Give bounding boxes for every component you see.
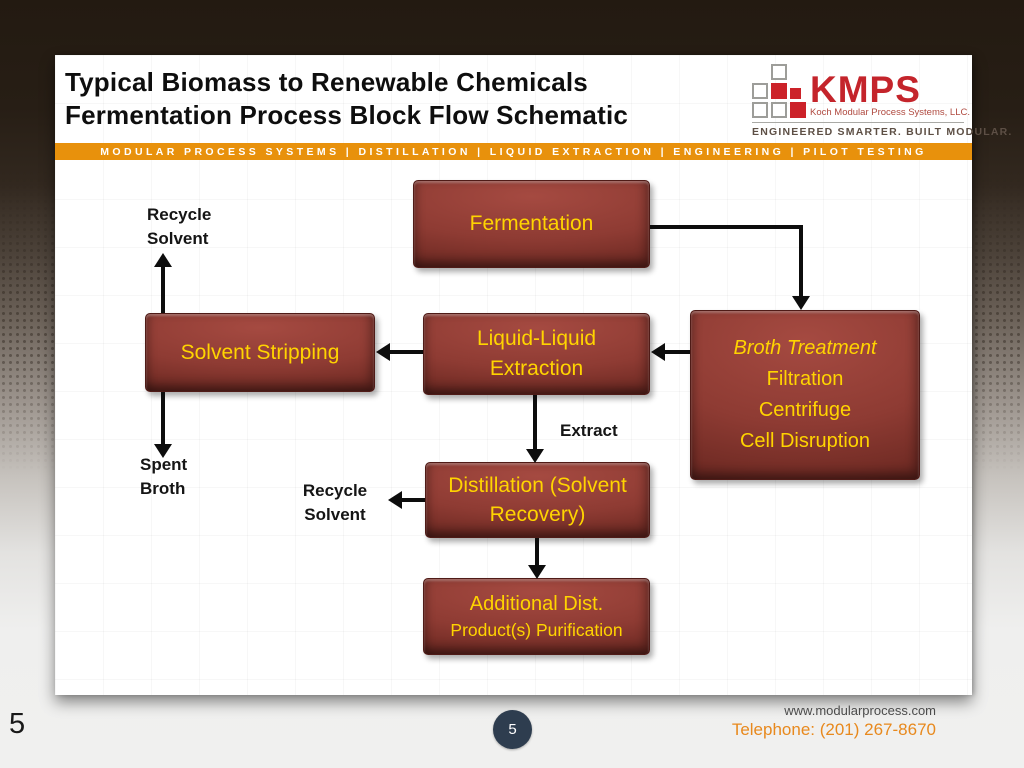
slide-title-line2: Fermentation Process Block Flow Schemati… <box>65 99 629 130</box>
slide-title: Typical Biomass to Renewable Chemicals F… <box>65 66 725 131</box>
block-solvent-stripping: Solvent Stripping <box>145 313 375 392</box>
block-broth-label-line3: Centrifuge <box>758 399 852 421</box>
kmps-logo-wordmark: KMPS <box>810 68 921 110</box>
block-additional-label-line1: Additional Dist. <box>469 593 604 616</box>
arrow-stripping-spentbroth-line <box>161 392 165 444</box>
block-distillation-label-line2: Recovery) <box>489 503 586 526</box>
arrow-fermentation-to-broth-vline <box>799 225 803 296</box>
block-additional-label-line2: Product(s) Purification <box>450 620 623 641</box>
website-link[interactable]: www.modularprocess.com <box>784 703 936 718</box>
block-lle-label-line1: Liquid-Liquid <box>476 326 597 350</box>
arrow-broth-to-lle-line <box>664 350 690 354</box>
block-broth-label-line2: Filtration <box>766 368 844 390</box>
arrowhead-into-broth-icon <box>792 296 810 310</box>
label-extract: Extract <box>560 421 618 440</box>
arrow-lle-to-distillation-line <box>533 395 537 449</box>
block-liquid-liquid-extraction: Liquid-Liquid Extraction <box>423 313 650 395</box>
arrowhead-recycle-mid-icon <box>388 491 402 509</box>
arrowhead-into-additional-icon <box>528 565 546 579</box>
arrow-distillation-recycle-line <box>401 498 425 502</box>
kmps-logo-subtitle: Koch Modular Process Systems, LLC. <box>810 107 970 118</box>
arrow-distillation-to-additional-line <box>535 538 539 565</box>
label-recycle-solvent-mid: Recycle Solvent <box>302 481 368 524</box>
arrowhead-into-distillation-icon <box>526 449 544 463</box>
page-number: 5 <box>9 708 26 740</box>
block-fermentation-label: Fermentation <box>469 212 594 235</box>
services-banner: MODULAR PROCESS SYSTEMS | DISTILLATION |… <box>55 143 972 160</box>
block-solvent-stripping-label: Solvent Stripping <box>180 340 340 364</box>
slide-title-line1: Typical Biomass to Renewable Chemicals <box>65 67 588 97</box>
block-broth-label-line4: Cell Disruption <box>739 430 871 452</box>
block-lle-label-line2: Extraction <box>489 357 584 380</box>
block-distillation: Distillation (Solvent Recovery) <box>425 462 650 538</box>
logo-divider <box>752 122 964 123</box>
arrow-fermentation-to-broth-hline <box>650 225 803 229</box>
block-broth-label-line1: Broth Treatment <box>733 337 877 359</box>
block-broth-treatment: Broth Treatment Filtration Centrifuge Ce… <box>690 310 920 480</box>
arrowhead-recycle-top-icon <box>154 253 172 267</box>
arrow-lle-to-stripping-line <box>389 350 423 354</box>
arrowhead-spent-broth-icon <box>154 444 172 458</box>
block-fermentation: Fermentation <box>413 180 650 268</box>
arrowhead-into-stripping-icon <box>376 343 390 361</box>
page-number-badge[interactable]: 5 <box>493 710 532 749</box>
kmps-logo: KMPS Koch Modular Process Systems, LLC. … <box>752 63 1013 138</box>
arrow-stripping-recycle-line <box>161 266 165 313</box>
block-distillation-label-line1: Distillation (Solvent <box>448 473 627 497</box>
label-spent-broth: Spent Broth <box>140 455 188 498</box>
slide: Typical Biomass to Renewable Chemicals F… <box>55 55 1013 695</box>
label-recycle-solvent-top: Recycle Solvent <box>147 205 212 248</box>
kmps-logo-tagline: ENGINEERED SMARTER. BUILT MODULAR. <box>752 126 1013 138</box>
arrowhead-into-lle-icon <box>651 343 665 361</box>
telephone-number: Telephone: (201) 267-8670 <box>731 720 936 739</box>
block-additional-distillation: Additional Dist. Product(s) Purification <box>423 578 650 655</box>
kmps-logo-squares-icon <box>752 63 806 118</box>
